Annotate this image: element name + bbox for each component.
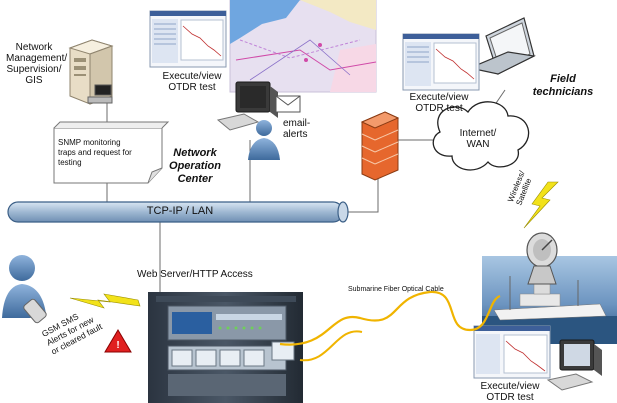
- lan-bus: [7, 201, 349, 223]
- ship-workstation-icon: [546, 339, 602, 391]
- map-image: [229, 0, 377, 93]
- otdr-screenshot-top: [149, 10, 227, 68]
- otdr-screenshot-bottom: [473, 325, 551, 379]
- label-internet-wan: Internet/WAN: [459, 128, 497, 150]
- label-warning-symbol: !: [116, 340, 120, 351]
- label-email-alerts: email-alerts: [283, 118, 311, 140]
- label-lan-bus: TCP-IP / LAN: [146, 205, 214, 217]
- internet-cloud-icon: [432, 101, 530, 171]
- warning-triangle-icon: [104, 329, 132, 353]
- label-web-server: Web Server/HTTP Access: [137, 269, 253, 280]
- gsm-lightning-icon: [69, 293, 141, 309]
- otdr-screenshot-right: [402, 33, 480, 91]
- otdr-rack-photo: [148, 292, 303, 403]
- noc-operator-icon: [248, 120, 280, 160]
- label-submarine-cable: Submarine Fiber Optical Cable: [348, 286, 444, 293]
- firewall-icon: [360, 111, 400, 181]
- nms-server-icon: [68, 39, 114, 105]
- field-person-icon: [2, 255, 47, 324]
- snmp-note: [53, 121, 170, 184]
- submarine-cable: [279, 290, 501, 346]
- wireless-lightning-icon: [523, 181, 559, 229]
- link-lan-firewall: [345, 178, 379, 213]
- field-laptop-icon: [468, 17, 536, 75]
- cable-segment: [299, 330, 363, 362]
- satellite-dish-icon: [526, 232, 558, 285]
- noc-workstation-icon: [216, 81, 301, 131]
